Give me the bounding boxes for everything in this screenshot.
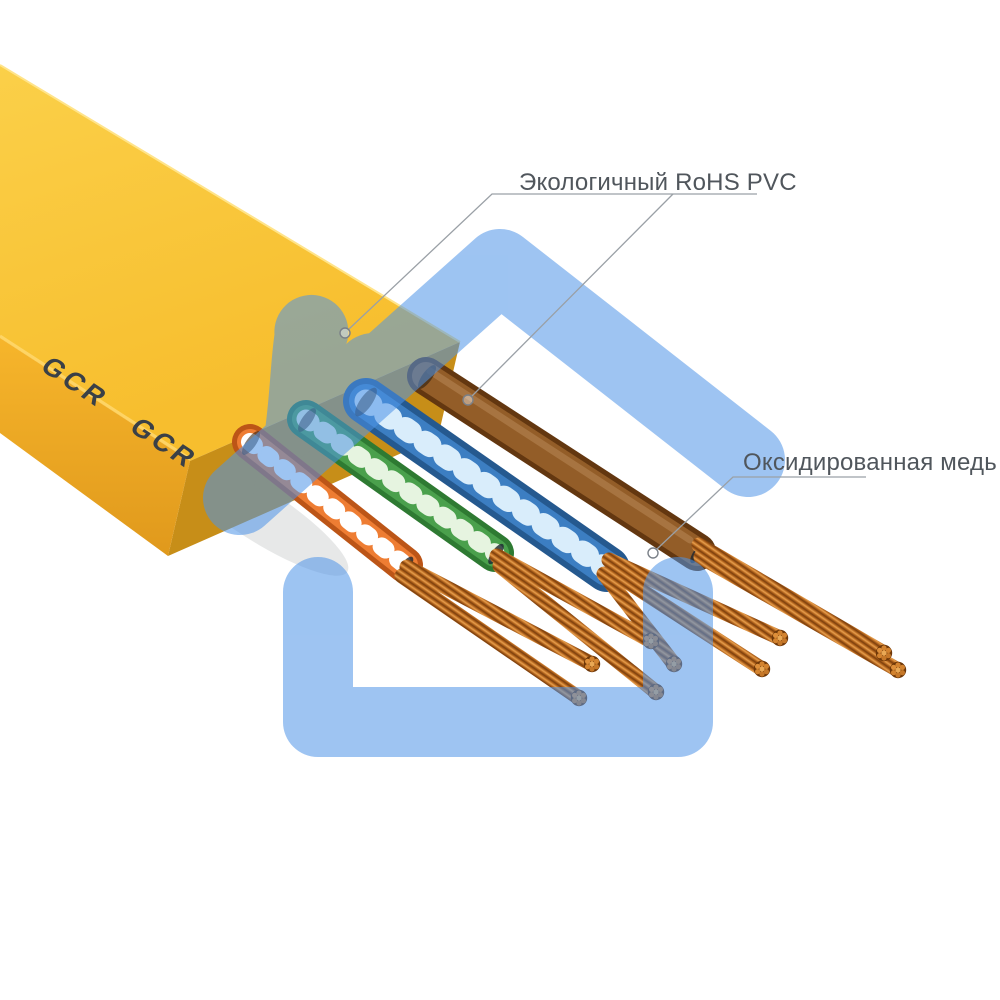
copper-strand <box>489 548 659 649</box>
callout-markers <box>339 327 659 559</box>
callout-line-eco-pvc <box>348 193 757 330</box>
callout-line-copper <box>656 476 866 550</box>
wire-pairs <box>232 357 716 592</box>
cable-ridge-highlight <box>0 334 191 461</box>
copper-strand <box>691 537 892 661</box>
watermark-heart <box>252 294 410 495</box>
copper-strand <box>394 568 587 706</box>
callout-line-eco-pvc-2 <box>471 193 674 397</box>
callout-lines <box>348 193 866 550</box>
watermark-house-body <box>283 557 713 757</box>
callout-marker-wire <box>462 394 474 406</box>
callout-marker-copper <box>647 547 659 559</box>
copper-strand <box>492 558 664 700</box>
wire-pair-blue <box>343 378 630 592</box>
callout-label-eco-pvc: Экологичный RoHS PVC <box>519 169 797 196</box>
cable-side-face <box>0 338 190 556</box>
house-heart-watermark <box>203 229 785 757</box>
copper-strand <box>693 549 906 678</box>
callout-marker-jacket <box>339 327 351 339</box>
copper-strand <box>399 559 600 672</box>
callout-label-copper: Оксидированная медь <box>743 449 997 476</box>
